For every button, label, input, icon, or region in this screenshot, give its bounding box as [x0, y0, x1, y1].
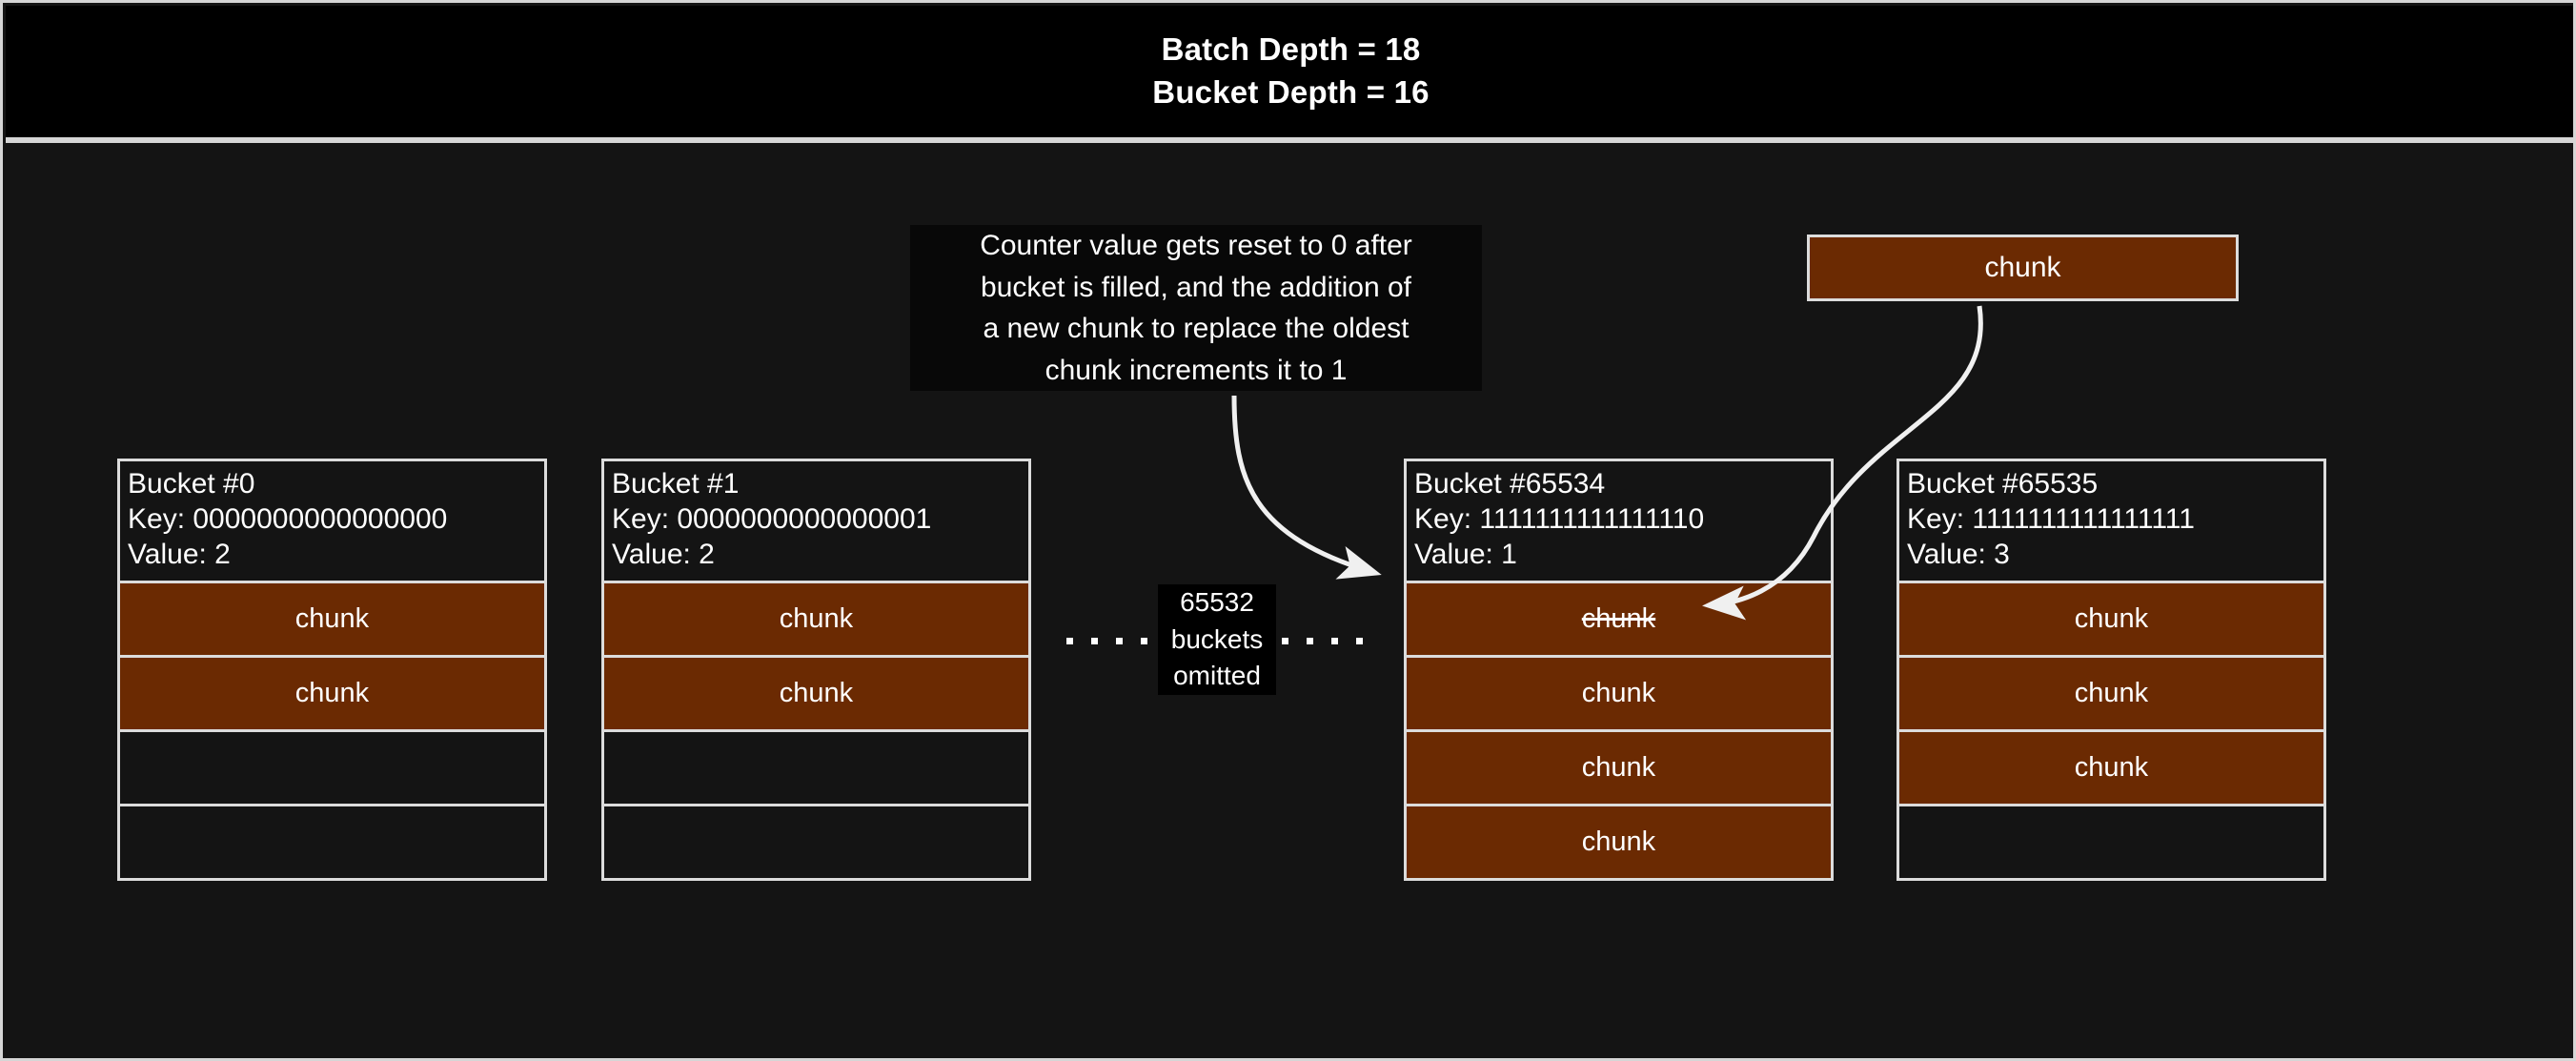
bucket-key: Key: 0000000000000000 — [128, 502, 448, 535]
ellipsis-dot — [1356, 638, 1363, 644]
bucket-title: Bucket #0 — [128, 468, 255, 500]
bucket-depth-label: Bucket Depth = 16 — [1152, 74, 1430, 110]
bucket-value: Value: 1 — [1414, 538, 1517, 570]
chunk-label: chunk — [2074, 751, 2149, 783]
header-banner: Batch Depth = 18 Bucket Depth = 16 — [6, 6, 2573, 143]
ellipsis-dot — [1116, 638, 1123, 644]
ellipsis-dot — [1091, 638, 1098, 644]
bucket-slot-filled: chunk — [120, 654, 544, 729]
omitted-buckets-label: 65532 buckets omitted — [1158, 584, 1276, 695]
chunk-label: chunk — [779, 677, 854, 708]
bucket-slot-empty — [120, 728, 544, 804]
bucket-title: Bucket #1 — [612, 468, 740, 500]
batch-depth-label: Batch Depth = 18 — [1161, 31, 1421, 68]
bucket-value: Value: 3 — [1907, 538, 2010, 570]
omitted-word: buckets — [1170, 623, 1264, 654]
bucket-slot-filled: chunk — [1899, 580, 2323, 655]
bucket-slot-filled: chunk — [1899, 728, 2323, 804]
ellipsis-dot — [1331, 638, 1338, 644]
incoming-chunk-box: chunk — [1807, 235, 2239, 301]
ellipsis-dot — [1141, 638, 1147, 644]
omitted-buckets-group: 65532 buckets omitted — [1042, 584, 1404, 708]
bucket-key: Key: 1111111111111110 — [1414, 502, 1705, 535]
annotation-arrow — [1231, 395, 1382, 580]
bucket-title: Bucket #65534 — [1414, 468, 1606, 500]
bucket-slot-filled: chunk — [1407, 803, 1831, 878]
bucket-slot-filled: chunk — [1407, 654, 1831, 729]
bucket-slot-filled: chunk — [1407, 728, 1831, 804]
bucket-slot-empty — [1899, 803, 2323, 878]
chunk-label: chunk — [1581, 826, 1656, 857]
bucket-slot-filled: chunk — [604, 654, 1028, 729]
ellipsis-dots-right — [1282, 638, 1363, 644]
chunk-label: chunk — [2074, 602, 2149, 634]
bucket-slot-filled: chunk — [604, 580, 1028, 655]
omitted-count: 65532 — [1180, 587, 1254, 617]
annotation-line-4: chunk increments it to 1 — [1045, 354, 1348, 386]
bucket-slot-filled: chunk — [1899, 654, 2323, 729]
bucket-value: Value: 2 — [612, 538, 715, 570]
chunk-label: chunk — [779, 602, 854, 634]
ellipsis-dot — [1307, 638, 1313, 644]
chunk-label: chunk — [1581, 751, 1656, 783]
bucket-title: Bucket #65535 — [1907, 468, 2099, 500]
bucket-key: Key: 1111111111111111 — [1907, 502, 2195, 535]
chunk-label: chunk — [294, 602, 370, 634]
chunk-label: chunk — [294, 677, 370, 708]
chunk-label: chunk — [2074, 677, 2149, 708]
annotation-line-1: Counter value gets reset to 0 after — [980, 230, 1412, 261]
ellipsis-dots-left — [1066, 638, 1147, 644]
chunk-label: chunk — [1581, 677, 1656, 708]
annotation-line-3: a new chunk to replace the oldest — [983, 313, 1410, 344]
annotation-line-2: bucket is filled, and the addition of — [981, 271, 1411, 303]
evicted-chunk-label: chunk — [1581, 602, 1656, 634]
bucket-slot-filled: chunk — [120, 580, 544, 655]
omitted-state: omitted — [1173, 661, 1261, 691]
incoming-chunk-label: chunk — [1984, 252, 2061, 283]
bucket-slot-empty — [604, 803, 1028, 878]
ellipsis-dot — [1066, 638, 1073, 644]
bucket-key: Key: 0000000000000001 — [612, 502, 932, 535]
bucket-value: Value: 2 — [128, 538, 231, 570]
counter-annotation-text: Counter value gets reset to 0 after buck… — [910, 225, 1482, 391]
bucket-slot-empty — [120, 803, 544, 878]
bucket-slot-filled: chunk — [1407, 580, 1831, 655]
ellipsis-dot — [1282, 638, 1288, 644]
bucket-slot-empty — [604, 728, 1028, 804]
